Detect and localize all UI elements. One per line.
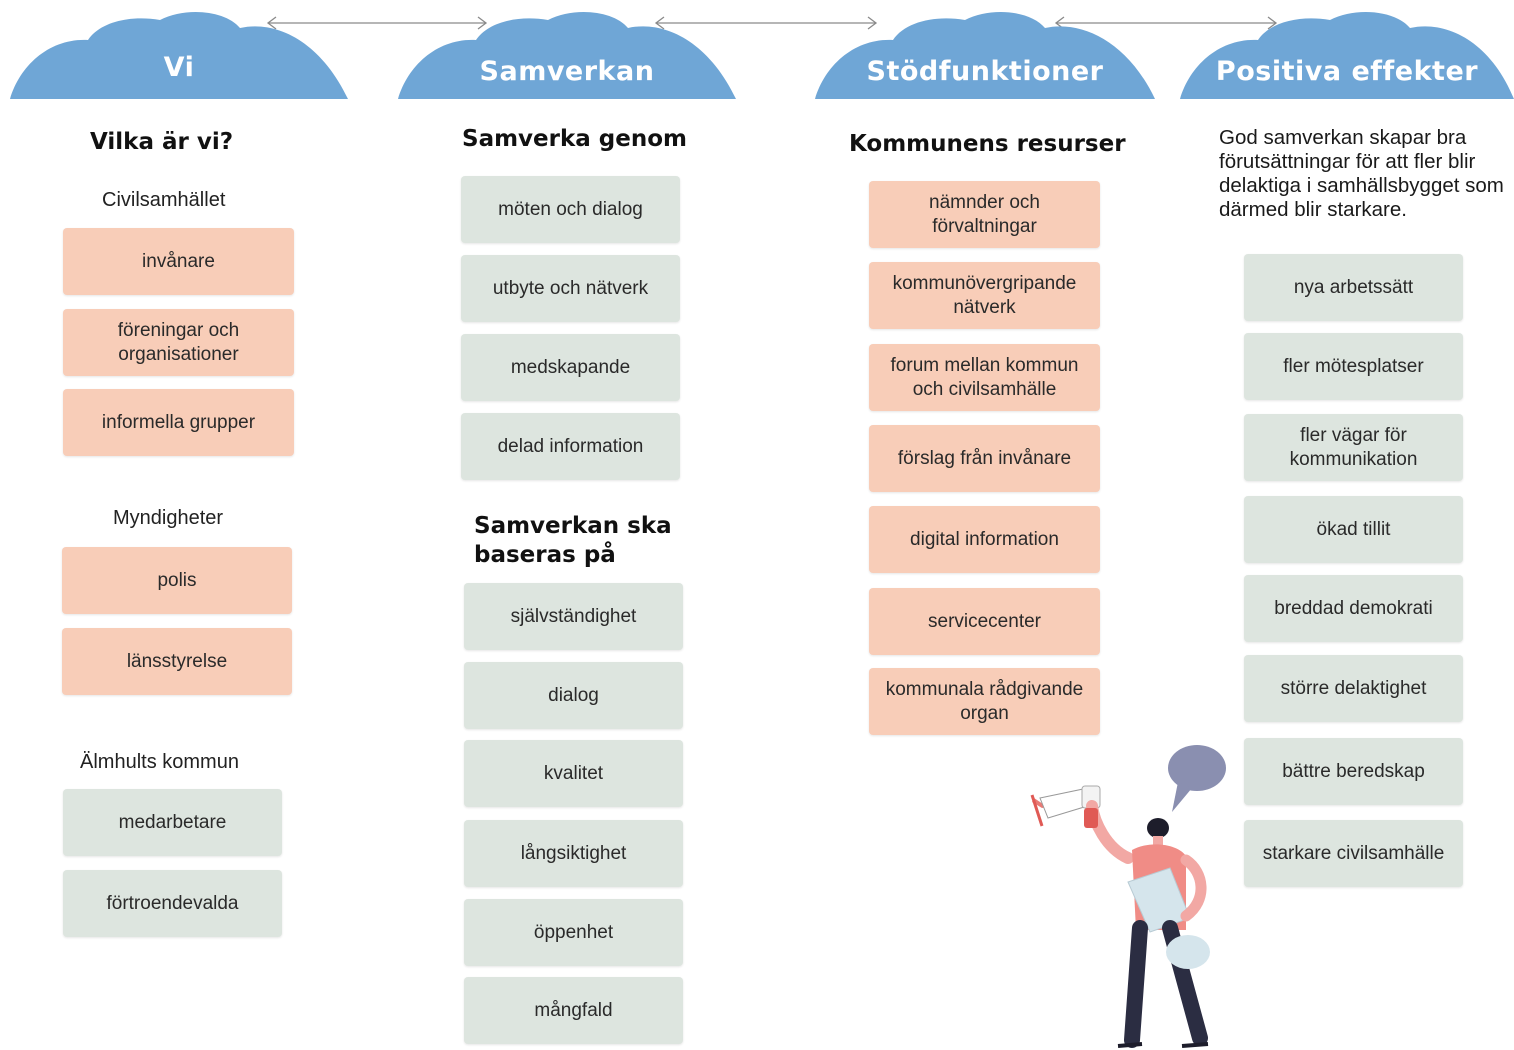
box-medarbetare: medarbetare [63,789,282,856]
group-label-kommun: Älmhults kommun [80,751,239,773]
header-title: Positiva effekter [1215,56,1479,87]
header-title: Stödfunktioner [866,56,1104,87]
box-storre-delaktighet: större delaktighet [1244,655,1463,722]
col3-heading: Kommunens resurser [849,131,1126,157]
box-kvalitet: kvalitet [464,740,683,807]
box-nya-arbetssatt: nya arbetssätt [1244,254,1463,321]
person-with-megaphone-illustration [1030,745,1226,1048]
box-medskapande: medskapande [461,334,680,401]
col2-subheading: Samverkan ska baseras på [474,513,672,568]
box-dialog: dialog [464,662,683,729]
cloud-icon [815,12,1155,100]
box-okad-tillit: ökad tillit [1244,496,1463,563]
col2-heading: Samverka genom [462,126,688,152]
box-foreningar: föreningar och organisationer [63,309,294,376]
box-namnder: nämnder och förvaltningar [869,181,1100,248]
box-lansstyrelse: länsstyrelse [62,628,292,695]
header-cloud-vi: Vi [10,10,348,100]
box-sjalvstandighet: självständighet [464,583,683,650]
group-label-civilsamhallet: Civilsamhället [102,189,226,211]
cloud-icon [10,12,348,100]
box-forum: forum mellan kommun och civilsamhälle [869,344,1100,411]
box-invanare: invånare [63,228,294,295]
box-forslag: förslag från invånare [869,425,1100,492]
cloud-icon [398,12,736,100]
box-oppenhet: öppenhet [464,899,683,966]
box-breddad-demokrati: breddad demokrati [1244,575,1463,642]
box-delad-information: delad information [461,413,680,480]
box-battre-beredskap: bättre beredskap [1244,738,1463,805]
box-starkare-civilsamhalle: starkare civilsamhälle [1244,820,1463,887]
header-cloud-positiva-effekter: Positiva effekter [1180,10,1514,100]
box-fler-vagar: fler vägar för kommunikation [1244,414,1463,481]
col1-heading: Vilka är vi? [90,129,234,155]
header-cloud-stodfunktioner: Stödfunktioner [815,10,1155,100]
box-informella-grupper: informella grupper [63,389,294,456]
box-radgivande-organ: kommunala rådgivande organ [869,668,1100,735]
col4-intro: God samverkan skapar bra förutsättningar… [1219,126,1504,221]
box-polis: polis [62,547,292,614]
box-servicecenter: servicecenter [869,588,1100,655]
box-fortroendevalda: förtroendevalda [63,870,282,937]
header-title: Vi [163,52,195,83]
header-title: Samverkan [479,56,655,87]
box-langsiktighet: långsiktighet [464,820,683,887]
box-fler-motesplatser: fler mötesplatser [1244,333,1463,400]
box-digital-information: digital information [869,506,1100,573]
box-moten-och-dialog: möten och dialog [461,176,680,243]
header-cloud-samverkan: Samverkan [398,10,736,100]
box-mangfald: mångfald [464,977,683,1044]
group-label-myndigheter: Myndigheter [113,507,224,529]
double-arrow-icon [654,16,878,30]
box-utbyte-och-natverk: utbyte och nätverk [461,255,680,322]
cloud-icon [1180,12,1514,100]
box-kommunovergripande: kommunövergripande nätverk [869,262,1100,329]
double-arrow-icon [266,16,488,30]
